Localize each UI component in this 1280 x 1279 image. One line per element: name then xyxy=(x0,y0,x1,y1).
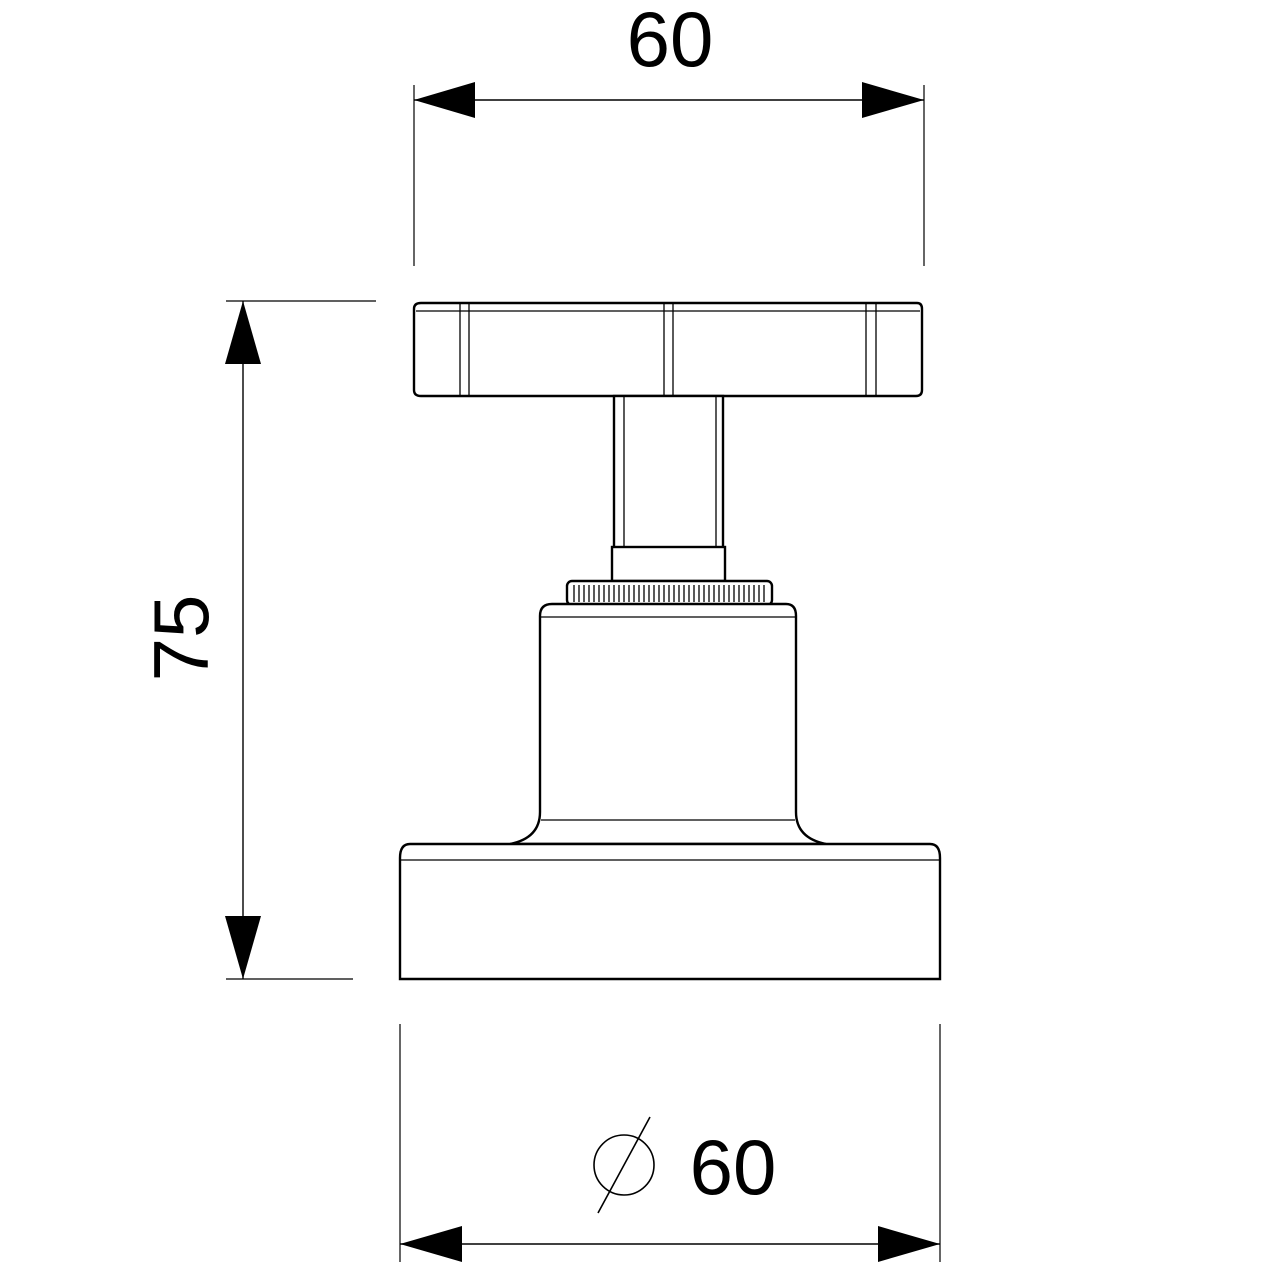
diameter-arrow-right xyxy=(878,1226,940,1262)
diameter-arrow-left xyxy=(400,1226,462,1262)
base-rosette xyxy=(398,842,942,981)
bonnet-outline xyxy=(509,602,827,846)
height-arrow-bottom xyxy=(225,916,261,979)
top-width-dimension: 60 xyxy=(413,0,925,266)
bonnet-body xyxy=(509,602,827,846)
top-width-arrow-left xyxy=(414,82,475,118)
knurled-ring xyxy=(565,579,774,607)
stem-shaft xyxy=(612,394,725,550)
diameter-symbol-icon xyxy=(593,1116,655,1214)
top-width-arrow-right xyxy=(862,82,924,118)
valve-handle xyxy=(412,301,924,398)
rosette-outline xyxy=(398,842,942,981)
handle-head-outline xyxy=(412,301,924,398)
height-arrow-top xyxy=(225,301,261,364)
valve-stem xyxy=(610,394,727,583)
stem-collar xyxy=(610,545,727,583)
knurl-lines xyxy=(573,585,765,602)
height-dimension: 75 xyxy=(137,300,376,980)
top-width-label: 60 xyxy=(627,0,714,83)
height-label: 75 xyxy=(137,595,225,682)
base-diameter-dimension: 60 xyxy=(399,1024,941,1262)
diameter-label: 60 xyxy=(690,1123,777,1211)
